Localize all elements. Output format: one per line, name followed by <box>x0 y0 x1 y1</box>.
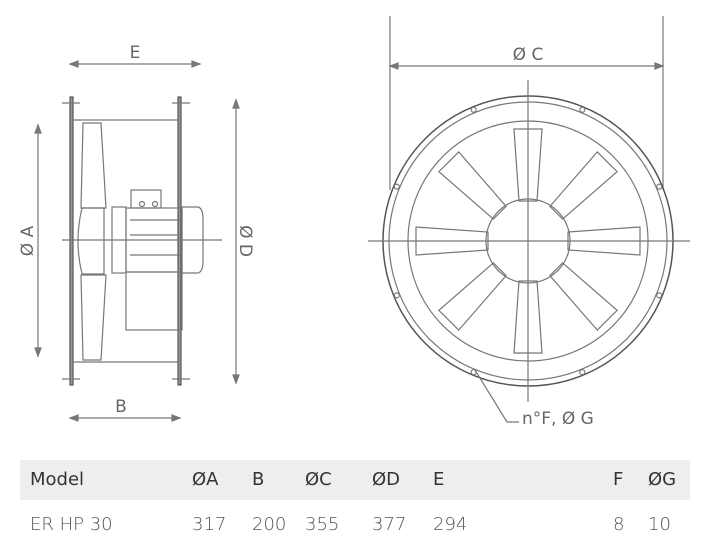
column-header: ØG <box>648 469 677 490</box>
dimension-d-label: Ø D <box>235 225 255 257</box>
table-cell: 10 <box>648 514 671 535</box>
fan-technical-drawing: E B Ø A Ø D Ø C n°F, Ø G <box>18 16 690 429</box>
fan-blade <box>415 226 489 256</box>
bolt-hole <box>656 183 663 190</box>
column-header: E <box>433 469 445 490</box>
bolt-hole <box>393 292 400 299</box>
table-header <box>20 460 690 500</box>
table-cell: 377 <box>372 514 407 535</box>
bolt-hole <box>393 183 400 190</box>
table-cell: 294 <box>433 514 468 535</box>
bolt-hole <box>656 292 663 299</box>
holes-label: n°F, Ø G <box>522 409 594 429</box>
dimension-b-label: B <box>115 397 127 417</box>
fan-blade <box>438 262 507 331</box>
column-header: ØA <box>192 469 219 490</box>
bolt-hole <box>579 369 586 376</box>
column-header: Model <box>30 469 85 490</box>
column-header: ØC <box>305 469 332 490</box>
fan-blade <box>513 280 543 354</box>
table-cell: 200 <box>252 514 287 535</box>
table-cell: 8 <box>613 514 625 535</box>
dimension-e-label: E <box>130 43 141 63</box>
table-cell: 317 <box>192 514 227 535</box>
fan-blade <box>513 128 543 202</box>
column-header: F <box>613 469 624 490</box>
table-cell: ER HP 30 <box>30 514 113 535</box>
fan-blade <box>549 151 618 220</box>
bolt-hole <box>470 106 477 113</box>
fan-blade <box>567 226 641 256</box>
bolt-hole <box>579 106 586 113</box>
dimension-a-label: Ø A <box>18 225 38 256</box>
front-view <box>368 16 690 423</box>
column-header: B <box>252 469 265 490</box>
table-cell: 355 <box>305 514 340 535</box>
fan-blade <box>438 151 507 220</box>
column-header: ØD <box>372 469 401 490</box>
side-view <box>34 60 240 422</box>
dimension-c-label: Ø C <box>513 45 544 65</box>
fan-blade <box>549 262 618 331</box>
